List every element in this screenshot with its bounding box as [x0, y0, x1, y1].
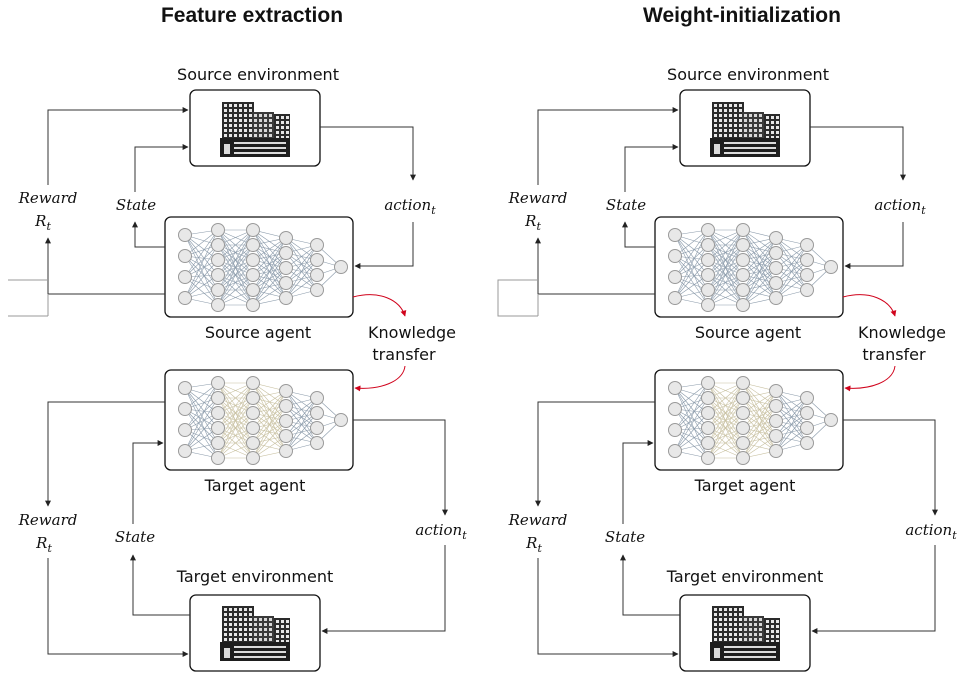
reward-wire-top-b: [537, 107, 679, 185]
transfer-arrow-in: [844, 365, 896, 392]
knowledge-transfer-label-line1: Knowledge: [858, 323, 946, 342]
knowledge-transfer-label-line2: transfer: [372, 345, 436, 364]
reward-wire-top-a: [535, 237, 655, 295]
action-wire-top-a: [810, 126, 906, 181]
building-icon: [710, 606, 780, 661]
transfer-arrow-out: [842, 294, 897, 317]
neural-network-icon: [178, 223, 348, 312]
action-label-top: actiont: [874, 196, 926, 217]
state-wire-top-b: [624, 144, 679, 192]
building-icon: [220, 102, 290, 157]
building-icon: [710, 102, 780, 157]
action-label-bottom: actiont: [905, 521, 957, 542]
reward-wire-bottom-b: [537, 558, 679, 657]
neural-network-icon: [178, 376, 348, 465]
target-environment-label: Target environment: [666, 567, 823, 586]
panel-title: Feature extraction: [161, 4, 343, 27]
target-environment-label: Target environment: [176, 567, 333, 586]
state-label-bottom: State: [115, 528, 155, 546]
reward-wire-bottom-a: [45, 401, 165, 507]
action-wire-top-a: [320, 126, 416, 181]
reward-wire-top-b: [47, 107, 189, 185]
source-environment-label: Source environment: [667, 65, 829, 84]
building-icon: [220, 606, 290, 661]
action-label-bottom: actiont: [415, 521, 467, 542]
source-agent-label: Source agent: [205, 323, 311, 342]
reward-wire-bottom-b: [47, 558, 189, 657]
state-wire-bottom-a: [130, 554, 190, 616]
reward-label-bottom: Reward: [508, 511, 568, 529]
neural-network-icon: [668, 223, 838, 312]
state-wire-top-a: [622, 221, 655, 248]
state-wire-top-a: [132, 221, 165, 248]
state-wire-bottom-a: [620, 554, 680, 616]
panel-weight-initialization: Weight-initialization Source environment…: [497, 4, 957, 672]
source-environment-label: Source environment: [177, 65, 339, 84]
knowledge-transfer-label-line1: Knowledge: [368, 323, 456, 342]
reward-symbol-bottom: Rt: [525, 534, 542, 555]
panel-feature-extraction: Feature extraction Source environment So…: [8, 4, 467, 672]
state-label-bottom: State: [605, 528, 645, 546]
neural-network-icon: [668, 376, 838, 465]
reward-label-bottom: Reward: [18, 511, 78, 529]
action-wire-bottom-a: [843, 419, 938, 516]
reward-wire-bottom-a: [535, 401, 655, 507]
action-wire-top-b: [844, 222, 904, 269]
transfer-arrow-in: [354, 365, 406, 392]
action-wire-bottom-b: [811, 545, 936, 634]
transfer-arrow-out: [352, 294, 407, 317]
knowledge-transfer-label-line2: transfer: [862, 345, 926, 364]
reward-label-top: Reward: [18, 189, 78, 207]
state-wire-bottom-b: [132, 440, 164, 524]
target-agent-label: Target agent: [204, 476, 306, 495]
reward-symbol-bottom: Rt: [35, 534, 52, 555]
reward-label-top: Reward: [508, 189, 568, 207]
reward-symbol-top: Rt: [524, 212, 541, 233]
state-label-top: State: [606, 196, 646, 214]
action-label-top: actiont: [384, 196, 436, 217]
state-label-top: State: [116, 196, 156, 214]
action-wire-bottom-a: [353, 419, 448, 516]
reward-symbol-top: Rt: [34, 212, 51, 233]
side-wire: [497, 279, 538, 317]
action-wire-bottom-b: [321, 545, 446, 634]
source-agent-label: Source agent: [695, 323, 801, 342]
panel-title: Weight-initialization: [643, 4, 841, 27]
state-wire-top-b: [134, 144, 189, 192]
state-wire-bottom-b: [622, 440, 654, 524]
action-wire-top-b: [354, 222, 414, 269]
target-agent-label: Target agent: [694, 476, 796, 495]
reward-wire-top-a: [45, 237, 165, 295]
